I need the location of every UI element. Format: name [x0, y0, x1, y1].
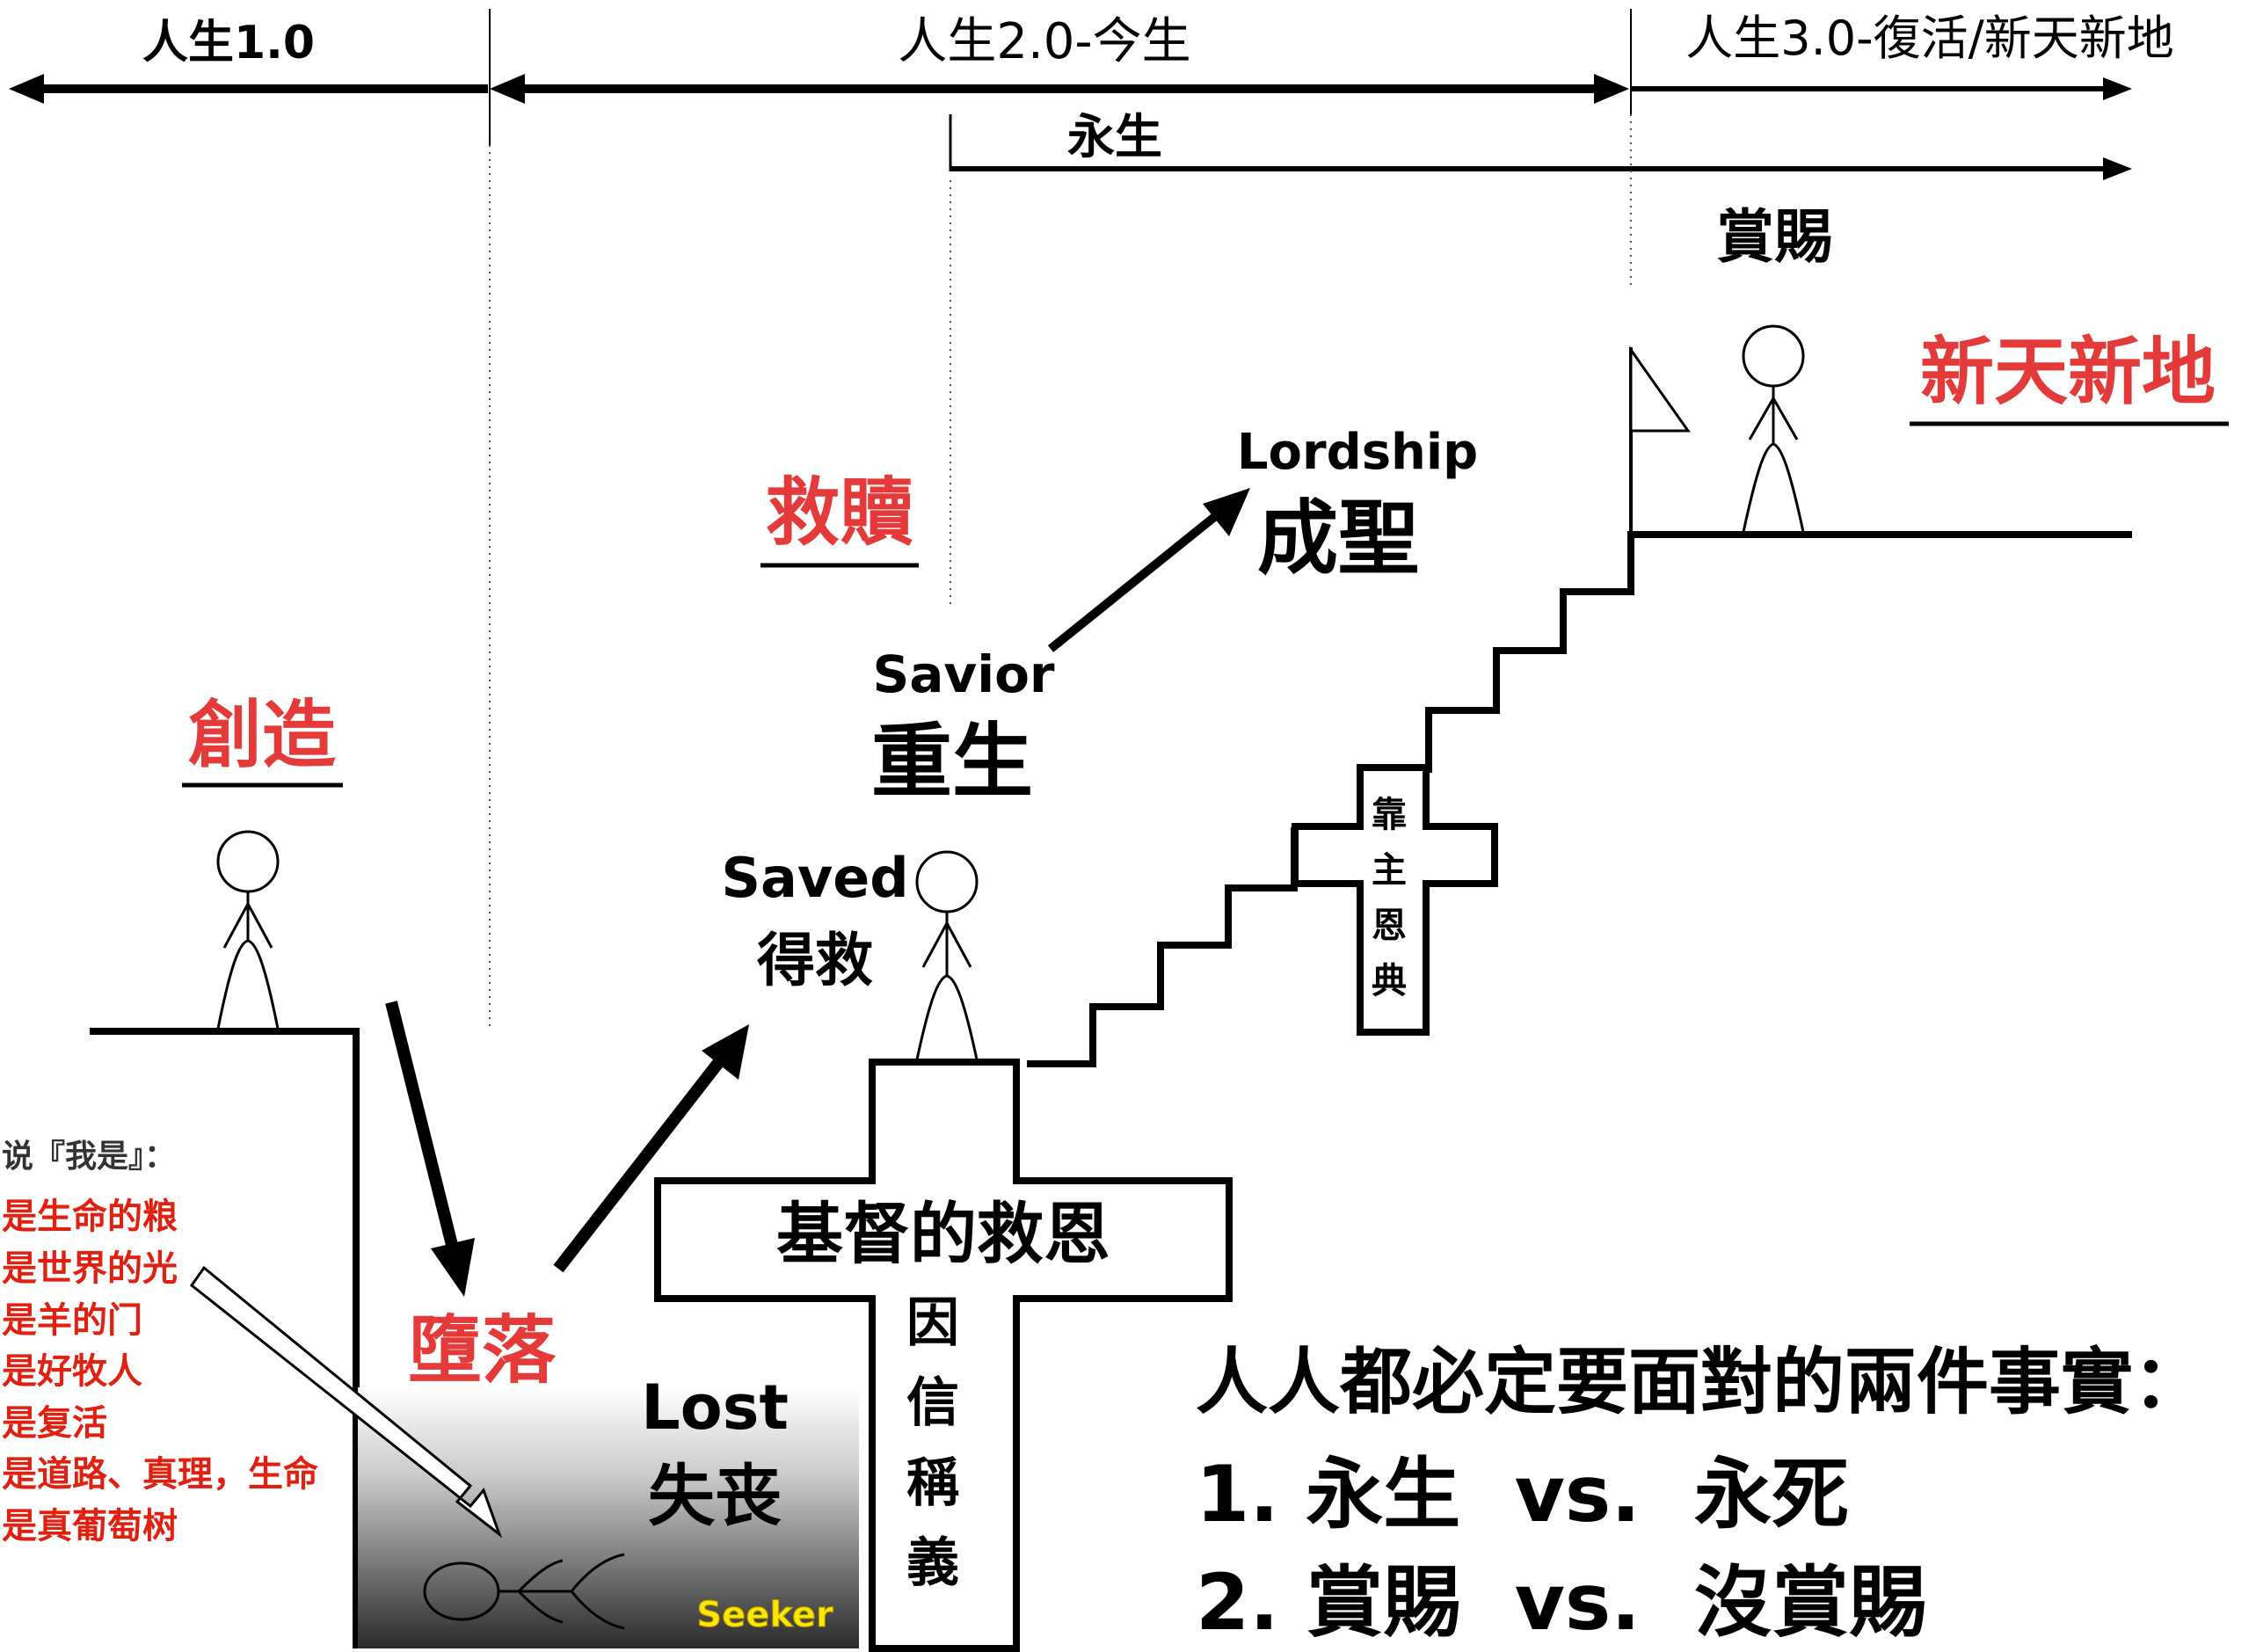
small-cross-char-1: 靠: [1372, 795, 1407, 835]
facts-title: 人人都必定要面對的兩件事實：: [1196, 1341, 2205, 1424]
saved-en-label: Saved: [721, 846, 908, 910]
life-1-label: 人生1.0: [142, 17, 315, 69]
redemption-label: 救贖: [766, 469, 913, 556]
grace-cross: 靠 主 恩 典: [1292, 764, 1498, 1036]
savior-en-label: Savior: [872, 644, 1054, 704]
timeline-life3-arrowhead: [2103, 77, 2132, 100]
fall-label: 墮落: [408, 1307, 557, 1394]
i-am-item-3: 是羊的门: [2, 1300, 142, 1341]
small-cross-char-4: 典: [1372, 961, 1407, 1001]
i-am-item-5: 是复活: [2, 1403, 107, 1444]
life-3-label: 人生3.0-復活/新天新地: [1685, 11, 2174, 66]
seeker-label: Seeker: [696, 1595, 833, 1635]
stairs: [1027, 531, 2132, 1067]
i-am-item-7: 是真葡萄树: [2, 1506, 178, 1546]
i-am-list: 说『我是』： 是生命的粮 是世界的光 是羊的门 是好牧人 是复活 是道路、真理，…: [2, 1139, 318, 1546]
salvation-cross: 基督的救恩 因 信 稱 義: [654, 1059, 1233, 1652]
life-2-label: 人生2.0-今生: [898, 13, 1190, 70]
i-am-header: 说『我是』：: [2, 1139, 176, 1175]
lost-en-label: Lost: [641, 1372, 789, 1444]
two-facts: 人人都必定要面對的兩件事實： 1. 永生 vs. 永死 2. 賞賜 vs. 沒賞…: [1196, 1341, 2205, 1648]
i-am-item-6: 是道路、真理，生命: [2, 1454, 318, 1495]
cross-vertical-char-1: 因: [906, 1292, 959, 1354]
i-am-item-4: 是好牧人: [2, 1351, 142, 1392]
cross-vertical-char-2: 信: [906, 1372, 959, 1434]
reward-label: 賞賜: [1716, 203, 1832, 271]
cross-vertical-char-4: 義: [906, 1532, 959, 1594]
lost-zh-label: 失丧: [648, 1457, 782, 1535]
eternal-life-arrowhead: [2103, 157, 2132, 180]
pit: [358, 1387, 859, 1648]
savior-zh-label: 重生: [871, 715, 1033, 809]
creation-label: 創造: [188, 692, 336, 778]
cross-vertical-char-3: 稱: [906, 1452, 959, 1514]
facts-line-1: 1. 永生 vs. 永死: [1196, 1449, 1849, 1539]
lordship-zh-label: 成聖: [1257, 491, 1419, 586]
lordship-en-label: Lordship: [1237, 424, 1478, 481]
eternal-life-label: 永生: [1067, 109, 1162, 164]
timeline-left-arrowhead: [9, 74, 44, 104]
creation-figure: [216, 830, 280, 1030]
creation-ledge: [90, 1028, 360, 1648]
saved-arrow: [553, 1024, 749, 1273]
cross-main-text: 基督的救恩: [776, 1195, 1110, 1273]
timeline: 人生1.0 人生2.0-今生 人生3.0-復活/新天新地 永生 賞賜: [9, 9, 2174, 1029]
i-am-item-2: 是世界的光: [2, 1248, 178, 1289]
timeline-life2-right-arrowhead: [1594, 74, 1629, 104]
i-am-arrow: [189, 1265, 503, 1539]
i-am-item-1: 是生命的粮: [2, 1197, 178, 1237]
small-cross-char-2: 主: [1372, 850, 1407, 891]
saved-figure: [915, 850, 979, 1060]
small-cross-shape: [1292, 764, 1498, 1036]
fall-arrow: [385, 1001, 475, 1297]
stage-headings: 創造 墮落 救贖 新天新地: [182, 329, 2229, 1403]
lost-figure: [423, 1553, 625, 1630]
new-heaven-earth-label: 新天新地: [1920, 329, 2216, 415]
ledge-and-pit-wall: [90, 1028, 360, 1648]
heaven-figure: [1742, 324, 1805, 533]
small-cross-char-3: 恩: [1372, 906, 1407, 946]
timeline-life2-left-arrowhead: [490, 74, 525, 104]
flag-icon: [1629, 346, 1691, 535]
lordship-arrow: [1047, 488, 1250, 652]
facts-line-2: 2. 賞賜 vs. 沒賞賜: [1196, 1557, 1926, 1648]
saved-zh-label: 得救: [757, 927, 873, 994]
big-cross-shape: [654, 1059, 1233, 1652]
